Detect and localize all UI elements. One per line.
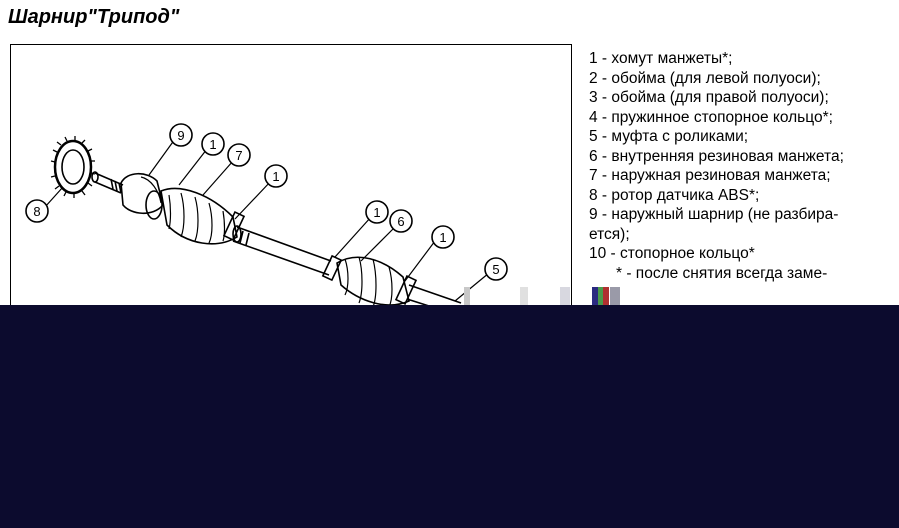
callout-circle-7 [227, 143, 251, 167]
callout-label: 5 [492, 262, 499, 277]
outer-joint-housing [120, 172, 164, 220]
outer-stub-shaft [91, 171, 124, 194]
legend-item: 5 - муфта с роликами; [589, 128, 749, 145]
legend-item: 8 - ротор датчика ABS*; [589, 186, 760, 204]
inner-boot [321, 254, 418, 307]
page-title: Шарнир"Трипод" [8, 6, 180, 28]
legend-item: 4 - пружинное стопорное кольцо*; [589, 108, 833, 126]
callout-label: 8 [33, 204, 40, 219]
parts-legend: 1 - хомут манжеты*; 2 - обойма (для лево… [589, 49, 889, 283]
callout-circle-9 [169, 123, 193, 147]
callout-label: 9 [177, 128, 184, 143]
callout-circle-1a [201, 132, 225, 156]
dark-band [0, 305, 899, 528]
legend-item: 2 - обойма (для левой полуоси); [589, 69, 821, 87]
abs-rotor-ring [50, 136, 96, 198]
legend-item: 9 - наружный шарнир (не разбира- [589, 206, 839, 223]
callout-label: 7 [235, 148, 242, 163]
legend-item: 10 - стопорное кольцо* [589, 245, 755, 262]
callout-circle-6 [389, 209, 413, 233]
callout-label: 1 [272, 169, 279, 184]
drive-shaft [232, 225, 332, 276]
outer-boot [160, 187, 246, 245]
callout-label: 1 [209, 137, 216, 152]
legend-item: 1 - хомут манжеты*; [589, 50, 733, 67]
callout-circle-5 [484, 257, 508, 281]
diagram-drawing: 9 1 7 1 8 1 6 1 5 [25, 123, 508, 307]
callout-circle-8 [25, 199, 49, 223]
legend-item: 7 - наружная резиновая манжета; [589, 167, 831, 184]
legend-item: 3 - обойма (для правой полуоси); [589, 89, 829, 106]
inner-shaft-end [406, 284, 462, 307]
callout-label: 1 [439, 230, 446, 245]
callout-circle-1b [264, 164, 288, 188]
legend-note: * - после снятия всегда заме- [616, 264, 828, 282]
callout-circle-1c [365, 200, 389, 224]
legend-item: 6 - внутренняя резиновая манжета; [589, 147, 844, 165]
callout-label: 6 [397, 214, 404, 229]
callout-label: 1 [373, 205, 380, 220]
scan-artifact [460, 287, 660, 305]
callout-circle-1d [431, 225, 455, 249]
legend-item: ется); [589, 225, 630, 243]
leader-lines [44, 138, 490, 302]
tripod-joint-diagram: 9 1 7 1 8 1 6 1 5 [10, 44, 572, 307]
